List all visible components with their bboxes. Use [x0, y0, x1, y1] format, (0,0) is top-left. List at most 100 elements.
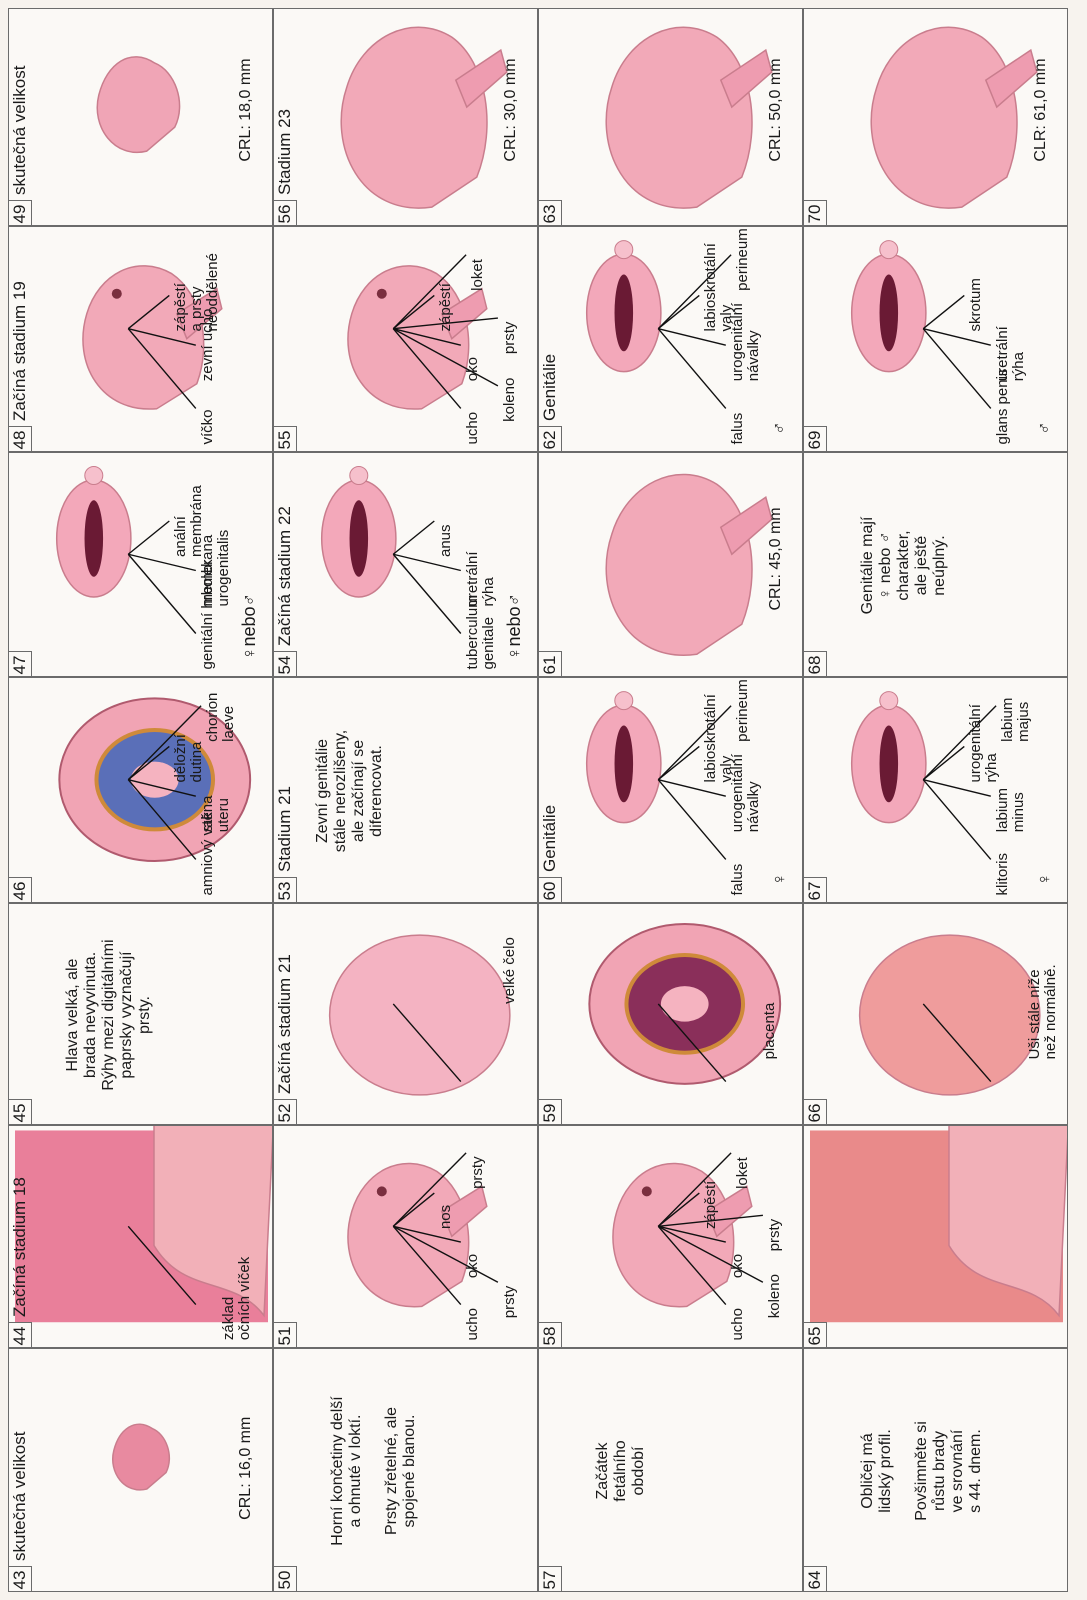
cell-content: 57 Začátek fetálního období — [539, 1349, 803, 1592]
stage-number: 60 — [539, 877, 562, 903]
stage-row: 57Začátek fetálního období58uchookozápěs… — [538, 0, 803, 1600]
stage-cell-67: 67klitorislabium minusurogenitální rýhal… — [803, 677, 1068, 903]
cell-content: 54Začíná stadium 22tuberculum genitaleur… — [274, 453, 538, 677]
stage-number: 69 — [804, 426, 827, 452]
illustration-embryo-small2 — [9, 9, 273, 226]
anatomy-label: chorion laeve — [205, 693, 237, 742]
anatomy-label: skrotum — [968, 278, 984, 331]
genital-tubercle — [85, 467, 103, 485]
stage-row: 50Horní končetiny delší a ohnuté v loktí… — [273, 0, 538, 1600]
anatomy-label: zápěstí — [703, 1181, 719, 1229]
cell-content: 49skutečná velikostCRL: 18,0 mm — [9, 9, 273, 226]
anatomy-label: labioskrotální valy — [703, 694, 735, 782]
cell-content: 61CRL: 45,0 mm — [539, 453, 803, 677]
stage-number: 58 — [539, 1322, 562, 1348]
cell-title: Stadium 21 — [274, 786, 296, 872]
cell-content: 45Hlava velká, ale brada nevyvinuta. Rýh… — [9, 904, 273, 1125]
anatomy-label: základ očních víček — [221, 1257, 253, 1340]
anatomy-label: anus — [438, 524, 454, 557]
eye-dot — [112, 289, 122, 299]
cell-title: Začíná stadium 21 — [274, 954, 296, 1094]
embryo-body — [113, 1424, 170, 1490]
genital-groove — [880, 274, 899, 351]
stage-number: 57 — [539, 1566, 562, 1592]
illustration-embryo-56 — [274, 9, 538, 226]
stage-cell-48: 48Začíná stadium 19víčkozevní uchozápěst… — [8, 226, 273, 452]
label-pointer-line — [658, 780, 726, 860]
stage-number: 56 — [274, 200, 297, 226]
embryo-body — [97, 57, 179, 153]
cell-content: 47genitální hrbolekmembrana urogenitalis… — [9, 453, 273, 677]
illustration-embryo-55 — [274, 227, 538, 452]
cell-content: 69glans penisuretrální rýhaskrotum♂ — [804, 227, 1068, 452]
stage-cell-45: 45Hlava velká, ale brada nevyvinuta. Rýh… — [8, 903, 273, 1125]
sex-symbol: ♂ — [1032, 421, 1056, 435]
illustration-fetus-61 — [539, 453, 803, 677]
stage-number: 45 — [9, 1099, 32, 1125]
illustration-fetus-63 — [539, 9, 803, 226]
stage-number: 54 — [274, 651, 297, 677]
stage-number: 46 — [9, 877, 32, 903]
anatomy-label: labium majus — [1000, 698, 1032, 742]
label-pointer-line — [393, 521, 434, 554]
anatomy-label: uretrální rýha — [465, 551, 497, 606]
cell-content: 59placenta — [539, 904, 803, 1125]
label-pointer-line — [923, 329, 991, 409]
cell-description: Zevní genitálie stále nerozlišeny, ale z… — [314, 688, 386, 894]
stage-number: 55 — [274, 426, 297, 452]
cell-content: 63CRL: 50,0 mm — [539, 9, 803, 226]
stage-cell-60: 60Genitáliefalusurogenitální návalkylabi… — [538, 677, 803, 903]
illustration-genital-f — [539, 678, 803, 903]
fetus-body — [871, 27, 1017, 208]
stage-cell-57: 57 Začátek fetálního období — [538, 1348, 803, 1592]
cell-title: Genitálie — [539, 354, 561, 421]
illustration-embryo-small — [9, 1349, 273, 1592]
fetus-body — [341, 27, 487, 208]
fetus-body — [606, 474, 752, 655]
illustration-face-profile-65 — [804, 1126, 1068, 1348]
anatomy-label: oko — [730, 1254, 746, 1278]
stage-cell-43: 43skutečná velikostCRL: 16,0 mm — [8, 1348, 273, 1592]
genital-tubercle — [880, 241, 898, 259]
cell-description: Začátek fetálního období — [594, 1359, 648, 1583]
cell-description: Genitálie mají ♀ nebo ♂ charakter, ale j… — [859, 463, 949, 668]
sex-symbol: ♀ — [767, 872, 791, 886]
stage-number: 61 — [539, 651, 562, 677]
cell-title: Začíná stadium 18 — [9, 1177, 31, 1317]
anatomy-label: zápěstí a prsty neoddělené — [173, 253, 221, 331]
anatomy-label: labioskrotální valy — [703, 243, 735, 331]
genital-groove — [615, 725, 634, 802]
genital-groove — [880, 725, 899, 802]
genital-tubercle — [615, 692, 633, 710]
anatomy-label: koleno — [502, 378, 518, 422]
stage-cell-63: 63CRL: 50,0 mm — [538, 8, 803, 226]
anatomy-label: prsty — [502, 322, 518, 355]
stage-cell-53: 53Stadium 21Zevní genitálie stále nerozl… — [273, 677, 538, 903]
cell-content: 50Horní končetiny delší a ohnuté v loktí… — [274, 1349, 538, 1592]
eye-dot — [642, 1186, 652, 1196]
label-pointer-line — [128, 521, 169, 554]
anatomy-label: urogenitální rýha — [968, 704, 1000, 782]
cell-title: Začíná stadium 19 — [9, 281, 31, 421]
stage-number: 67 — [804, 877, 827, 903]
crl-measurement: CRL: 30,0 mm — [502, 58, 520, 161]
genital-groove — [615, 274, 634, 351]
label-pointer-line — [923, 780, 991, 860]
illustration-fetus-70 — [804, 9, 1068, 226]
stage-number: 63 — [539, 200, 562, 226]
cell-description: Obličej má lidský profil. Povšimněte si … — [859, 1359, 985, 1583]
stage-cell-52: 52Začíná stadium 21velké čelo — [273, 903, 538, 1125]
anatomy-label: anální membrána — [173, 485, 205, 557]
genital-groove — [350, 500, 369, 577]
cell-content: 67klitorislabium minusurogenitální rýhal… — [804, 678, 1068, 903]
sex-symbol: ♀ — [1032, 872, 1056, 886]
stage-number: 43 — [9, 1566, 32, 1592]
